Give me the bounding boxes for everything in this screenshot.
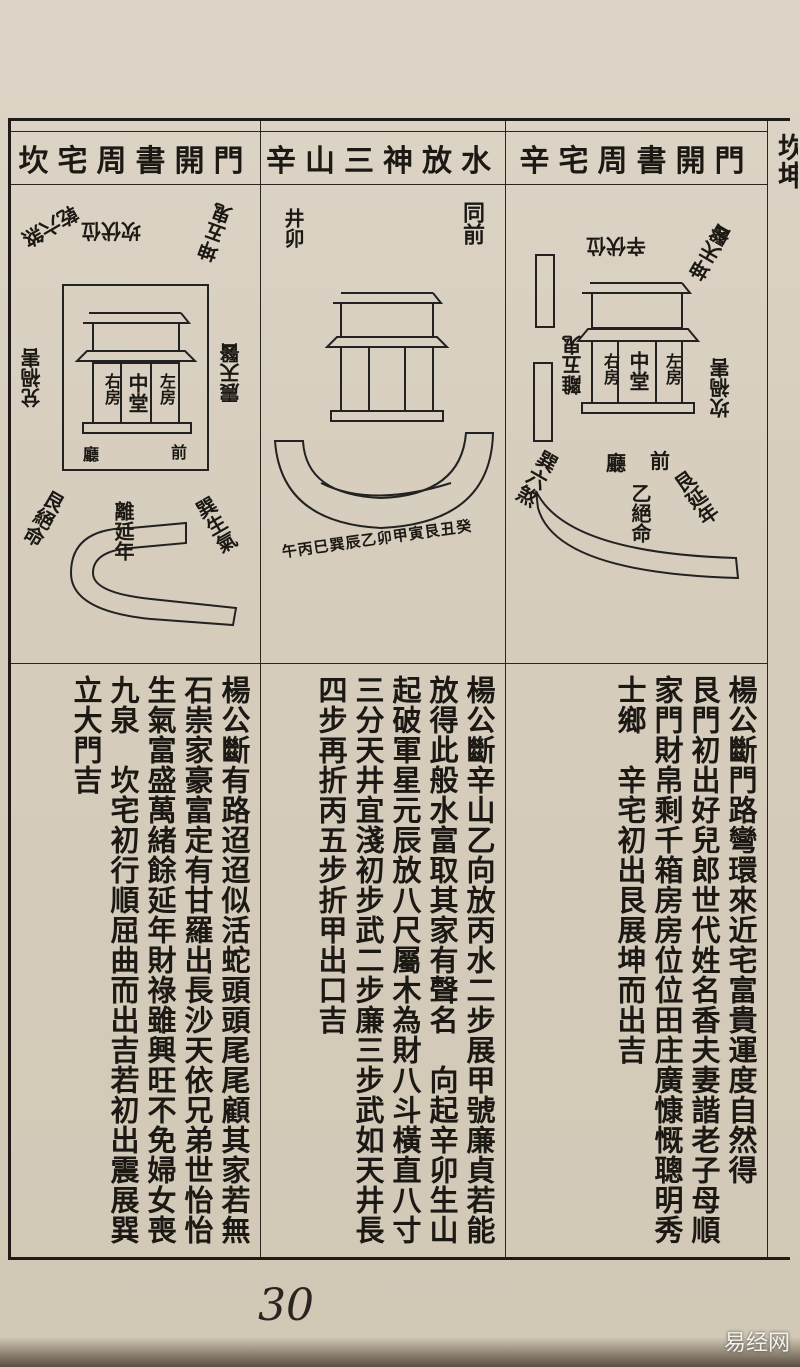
passage-left-line: 石崇家豪富定有甘羅出長沙天依兄弟世怡怡 [180,675,214,1245]
label-qian: 前 [171,443,188,462]
column-middle: 辛山三神放水 同前 井卯 午丙巳巽辰乙卯甲寅艮丑癸 楊公斷辛山乙向放丙水二步展甲… [261,121,506,1257]
label-fuwei: 辛伏位 [586,234,646,258]
passage-left-line: 生氣富盛萬緒餘延年財祿雖興旺不免婦女喪 [143,675,177,1245]
passage-left: 楊公斷有路迢迢似活蛇頭頭尾尾顧其家若無 石崇家豪富定有甘羅出長沙天依兄弟世怡怡 … [11,663,260,1257]
passage-middle: 楊公斷辛山乙向放丙水二步展甲號廉貞若能 放得此般水富取其家有聲名 向起辛卯生山 … [261,663,505,1257]
passage-left-line: 九泉 坎宅初行順屈曲而出吉若初出震展巽 [106,675,140,1245]
passage-middle-line: 四步再折丙五步折甲出口吉 [314,675,348,1035]
column-right: 辛宅周書開門 中堂 右房 左房 前 廳 乙絕命 艮延年 巽六煞 坎禍害 [506,121,768,1257]
passage-left-line: 立大門吉 [69,675,103,795]
label-huohai: 兌禍害 [20,348,44,408]
label-ting: 廳 [606,451,626,475]
label-ting: 廳 [83,445,100,464]
house-drawing-left [62,284,238,627]
header-left: 坎宅周書開門 [11,131,260,185]
header-right: 辛宅周書開門 [506,131,767,185]
diagram-middle: 同前 井卯 午丙巳巽辰乙卯甲寅艮丑癸 [261,183,505,664]
label-jueming: 乙絕命 [628,483,652,543]
note-tongqian: 同前 [459,201,485,245]
column-left: 坎宅周書開門 中堂 右房 左房 前 廳 坎伏位 乾六煞 坤五鬼 震天醫 兌禍害 [11,121,261,1257]
house-drawing-middle [273,292,495,530]
page-frame: 坎宅周書開門 中堂 右房 左房 前 廳 坎伏位 乾六煞 坤五鬼 震天醫 兌禍害 [8,118,798,1260]
passage-right-line: 艮門初出好兒郎世代姓名香夫妻諧老子母順 [687,675,721,1245]
page-number: 30 [258,1280,314,1331]
label-yannian: 離延年 [111,501,135,561]
label-qian: 前 [650,449,670,473]
label-zhongtang: 中堂 [125,373,149,413]
page-bottom-shadow [0,1337,800,1367]
label-zuofang: 左房 [157,373,176,405]
passage-right: 楊公斷門路彎環來近宅富貴運度自然得 艮門初出好兒郎世代姓名香夫妻諧老子母順 家門… [506,663,767,1257]
passage-middle-line: 三分天井宜淺初步武二步廉三步武如天井長 [351,675,385,1245]
label-huohai: 坎禍害 [709,358,733,418]
label-tianyi: 震天醫 [219,343,243,403]
header-middle: 辛山三神放水 [261,131,505,185]
label-youfang: 右房 [102,373,121,405]
house-drawing-right [533,254,740,580]
watermark: 易经网 [723,1331,790,1356]
header-edge: 坎坤 [774,133,798,189]
label-fuwei: 坎伏位 [81,219,141,243]
passage-middle-line: 楊公斷辛山乙向放丙水二步展甲號廉貞若能 [462,675,496,1245]
note-jingmao: 井卯 [281,208,305,248]
column-edge: 坎坤 [768,121,798,1257]
passage-right-line: 楊公斷門路彎環來近宅富貴運度自然得 [724,675,758,1185]
passage-left-line: 楊公斷有路迢迢似活蛇頭頭尾尾顧其家若無 [217,675,251,1245]
label-youfang: 右房 [601,353,620,385]
passage-right-line: 家門財帛剩千箱房房位位田庄廣慷慨聰明秀 [650,675,684,1245]
diagram-left: 中堂 右房 左房 前 廳 坎伏位 乾六煞 坤五鬼 震天醫 兌禍害 巽生氣 艮絕命… [11,183,260,664]
passage-middle-line: 起破軍星元辰放八尺屬木為財八斗橫直八寸 [388,675,422,1245]
label-wugui: 離五鬼 [561,335,585,395]
diagram-right: 中堂 右房 左房 前 廳 乙絕命 艮延年 巽六煞 坎禍害 辛伏位 離五鬼 坤天醫 [506,183,767,664]
passage-right-line: 士鄉 辛宅初出艮展坤而出吉 [613,675,647,1065]
passage-middle-line: 放得此般水富取其家有聲名 向起辛卯生山 [425,675,459,1245]
label-zhongtang: 中堂 [626,351,650,391]
label-zuofang: 左房 [663,353,682,385]
